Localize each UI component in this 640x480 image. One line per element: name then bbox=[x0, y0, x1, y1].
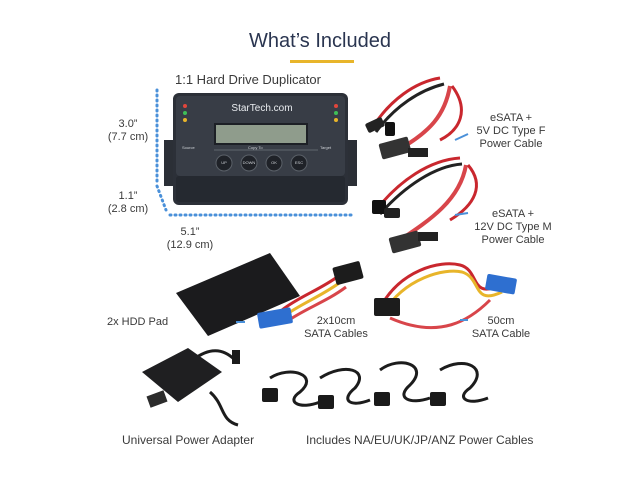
esata-12v-cable-image bbox=[372, 156, 478, 254]
brand-logo: StarTech.com bbox=[231, 103, 293, 114]
power-adapter-label: Universal Power Adapter bbox=[122, 433, 255, 447]
panel-label-copy-to: Copy To bbox=[248, 145, 263, 150]
panel-label-source: Source bbox=[182, 145, 195, 150]
sata-50cm-line1: 50cm bbox=[487, 315, 515, 327]
hdd-pad-label: 2x HDD Pad bbox=[107, 316, 169, 328]
sata-50cm-line2: SATA Cable bbox=[471, 328, 531, 340]
sata-10cm-line1: 2x10cm bbox=[316, 315, 356, 327]
dimension-width-in: 5.1” bbox=[180, 226, 200, 238]
dimension-depth-cm: (2.8 cm) bbox=[107, 203, 149, 215]
button-esc: ESC bbox=[294, 160, 304, 165]
duplicator-label: 1:1 Hard Drive Duplicator bbox=[175, 72, 321, 87]
dimension-depth: 1.1” (2.8 cm) bbox=[103, 190, 153, 216]
esata-5v-label: eSATA + 5V DC Type F Power Cable bbox=[466, 112, 556, 151]
esata-5v-line3: Power Cable bbox=[479, 138, 543, 150]
power-adapter-image bbox=[142, 348, 240, 427]
dimension-lines bbox=[155, 88, 357, 217]
hdd-pad-image bbox=[176, 253, 300, 336]
page-title: What’s Included bbox=[249, 30, 391, 52]
dimension-height-in: 3.0” bbox=[118, 118, 138, 130]
sata-50cm-label: 50cm SATA Cable bbox=[468, 315, 534, 341]
esata-5v-line1: eSATA + bbox=[489, 112, 533, 124]
esata-5v-line2: 5V DC Type F bbox=[476, 125, 546, 137]
esata-12v-label: eSATA + 12V DC Type M Power Cable bbox=[466, 208, 560, 247]
dimension-height-cm: (7.7 cm) bbox=[107, 131, 149, 143]
sata-10cm-line2: SATA Cables bbox=[304, 328, 368, 340]
sata-10cm-label: 2x10cm SATA Cables bbox=[296, 315, 376, 341]
power-cables-image bbox=[269, 361, 489, 407]
lcd-screen bbox=[214, 123, 308, 145]
button-up: UP bbox=[221, 160, 227, 165]
leader-lines bbox=[236, 133, 469, 323]
esata-5v-cable-image bbox=[365, 76, 463, 160]
duplicator-device bbox=[164, 93, 357, 205]
sata-10cm-cables-image bbox=[257, 261, 364, 329]
dimension-width: 5.1” (12.9 cm) bbox=[160, 226, 220, 252]
dimension-width-cm: (12.9 cm) bbox=[166, 239, 214, 251]
esata-12v-line1: eSATA + bbox=[491, 208, 535, 220]
dimension-height: 3.0” (7.7 cm) bbox=[103, 118, 153, 144]
esata-12v-line3: Power Cable bbox=[481, 234, 545, 246]
power-plugs bbox=[262, 388, 446, 409]
panel-label-target: Target bbox=[320, 145, 332, 150]
sata-50cm-cable-image bbox=[374, 262, 517, 329]
power-cables-label: Includes NA/EU/UK/JP/ANZ Power Cables bbox=[306, 433, 534, 447]
button-down: DOWN bbox=[242, 160, 256, 165]
esata-12v-line2: 12V DC Type M bbox=[474, 221, 552, 233]
dimension-depth-in: 1.1” bbox=[118, 190, 138, 202]
title-underline bbox=[290, 60, 354, 63]
button-ok: OK bbox=[271, 160, 277, 165]
